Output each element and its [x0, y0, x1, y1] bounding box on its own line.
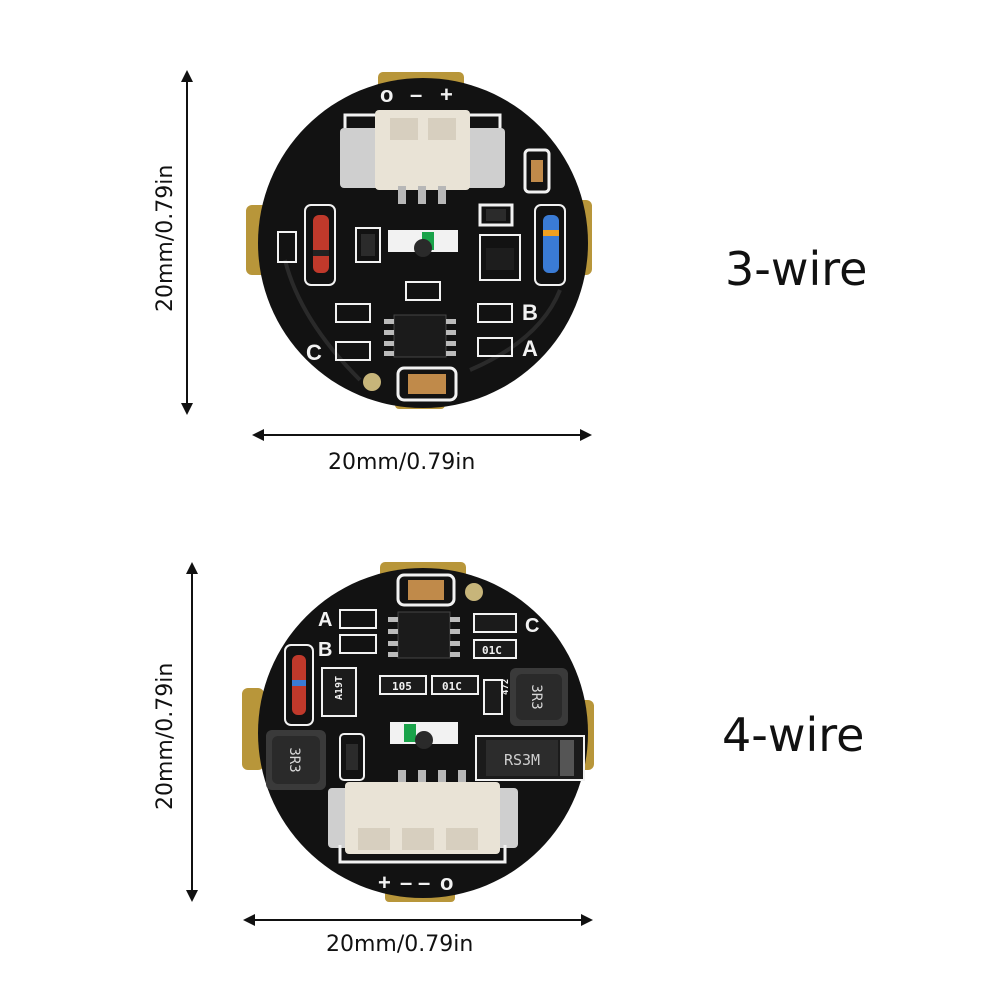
pad-mark-c-4w: C	[525, 615, 539, 637]
board-4-wire-photo: A B C 01C A19T 105 01C 472 3R3 3R3	[242, 562, 594, 902]
connector-mark-1: o	[380, 82, 393, 107]
connector-mark-2: –	[410, 82, 422, 107]
pad-mark-a-4w: A	[318, 609, 332, 631]
connector-mark-4w-4: o	[440, 870, 453, 895]
inductor-right-mark: 3R3	[528, 684, 544, 709]
height-arrow-bottom	[186, 562, 198, 902]
width-arrow-bottom	[243, 914, 593, 926]
height-label-bottom: 20mm/0.79in	[153, 662, 178, 810]
diode-mark: RS3M	[504, 751, 540, 769]
connector-mark-4w-2: –	[400, 870, 412, 895]
resistor-c-mark: 01C	[482, 644, 502, 657]
width-label-top: 20mm/0.79in	[328, 450, 476, 475]
ic-left-mark: A19T	[334, 676, 345, 700]
height-label-top: 20mm/0.79in	[153, 164, 178, 312]
inductor-left-mark: 3R3	[286, 747, 302, 772]
resistor-b-mark: 01C	[442, 680, 462, 693]
height-arrow-top	[181, 70, 193, 415]
resistor-d-mark: 472	[501, 679, 511, 695]
variant-label-3-wire: 3-wire	[725, 242, 868, 296]
pad-mark-b-4w: B	[318, 639, 332, 661]
pad-mark-a: A	[522, 336, 538, 361]
width-arrow-top	[252, 429, 592, 441]
width-label-bottom: 20mm/0.79in	[326, 932, 474, 957]
board-3-wire-photo: o – +	[246, 72, 592, 409]
connector-mark-4w-3: –	[418, 870, 430, 895]
variant-label-4-wire: 4-wire	[722, 708, 865, 762]
resistor-a-mark: 105	[392, 680, 412, 693]
pad-mark-b: B	[522, 300, 538, 325]
connector-mark-3: +	[440, 82, 453, 107]
pad-mark-c: C	[306, 340, 322, 365]
connector-mark-4w-1: +	[378, 870, 391, 895]
